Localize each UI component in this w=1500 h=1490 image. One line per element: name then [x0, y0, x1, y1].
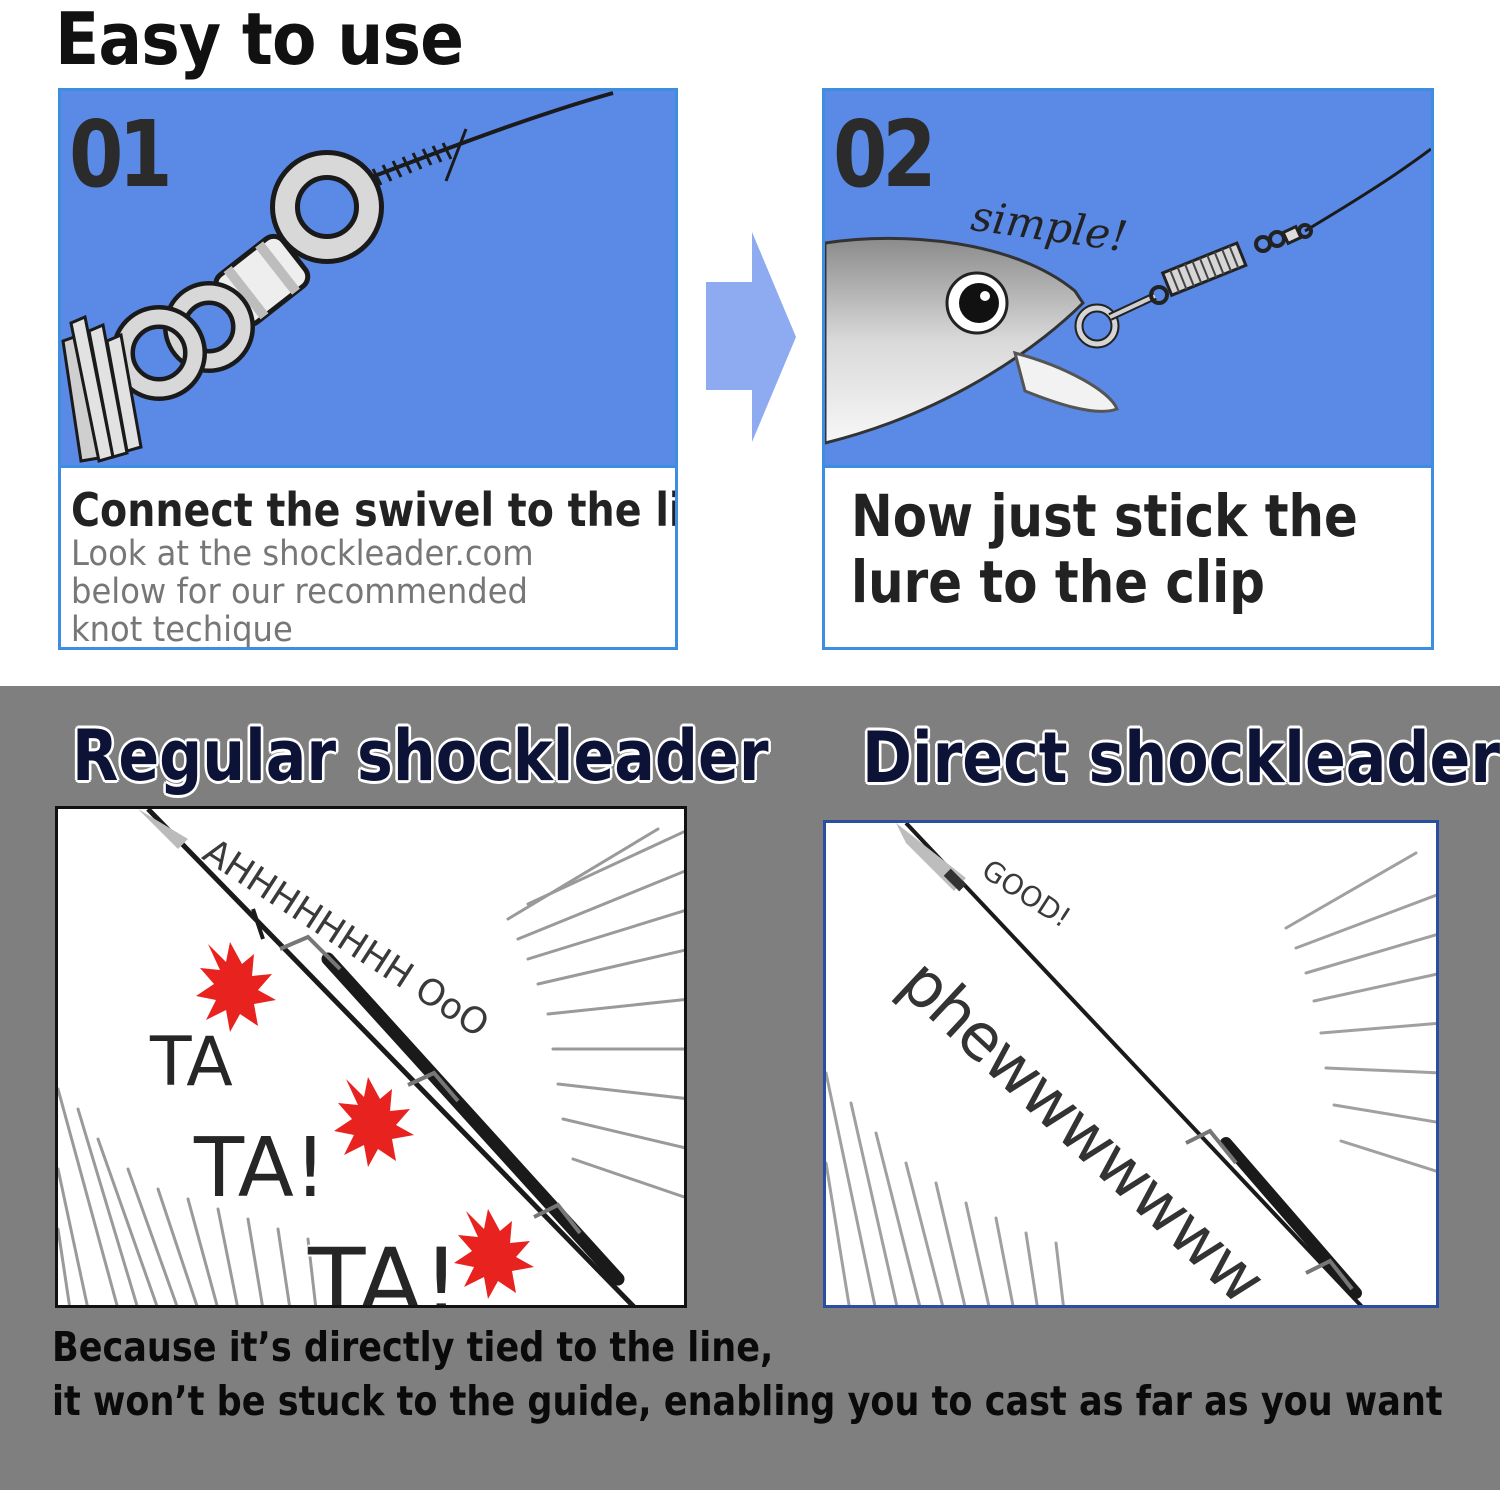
- caption-line: Because it’s directly tied to the line,: [52, 1323, 774, 1371]
- swivel-icon: [61, 91, 614, 463]
- right-arrow-icon: [706, 232, 796, 442]
- burst-icon: [196, 942, 534, 1299]
- bottom-caption: Because it’s directly tied to the line, …: [52, 1320, 1443, 1428]
- step-text: Connect the swivel to the line Look at t…: [71, 483, 678, 650]
- sfx-ta: TA!: [194, 1121, 327, 1216]
- step-illustration-02: 02 simple!: [825, 91, 1431, 465]
- step-heading: Connect the swivel to the line: [71, 483, 678, 537]
- step-note-line: knot techique: [71, 610, 293, 650]
- step-number: 02: [833, 101, 937, 208]
- lure-icon: [825, 147, 1431, 445]
- direct-shockleader-scene: GOOD! phewwwwwww: [823, 820, 1439, 1308]
- sfx-ta: TA!: [308, 1229, 461, 1308]
- step-note-line: Look at the shockleader.com: [71, 534, 534, 574]
- sfx-ta: TA: [150, 1023, 233, 1102]
- step-card-02: 02 simple! Now just stick the lure to th…: [822, 88, 1434, 650]
- step-note-line: below for our recommended: [71, 572, 528, 612]
- speed-lines: [58, 809, 684, 1305]
- step-divider: [61, 465, 675, 468]
- step-text: Now just stick the lure to the clip: [851, 483, 1423, 615]
- speed-lines: [826, 823, 1436, 1305]
- step-note: Look at the shockleader.com below for ou…: [71, 534, 586, 650]
- comparison-panel: Regular shockleader Direct shockleader: [0, 686, 1500, 1490]
- regular-shockleader-title: Regular shockleader: [72, 715, 769, 797]
- step-illustration-01: 01: [61, 91, 675, 465]
- step-card-01: 01 Connect the swivel to the line Look a…: [58, 88, 678, 650]
- regular-shockleader-scene: AHHHHHHHH OoO TA TA! TA!: [55, 806, 687, 1308]
- page-title: Easy to use: [55, 0, 464, 81]
- step-number: 01: [69, 101, 173, 208]
- direct-shockleader-title: Direct shockleader: [862, 717, 1500, 799]
- caption-line: it won’t be stuck to the guide, enabling…: [52, 1377, 1443, 1425]
- step-heading: Now just stick the lure to the clip: [851, 482, 1358, 616]
- step-divider: [825, 465, 1431, 468]
